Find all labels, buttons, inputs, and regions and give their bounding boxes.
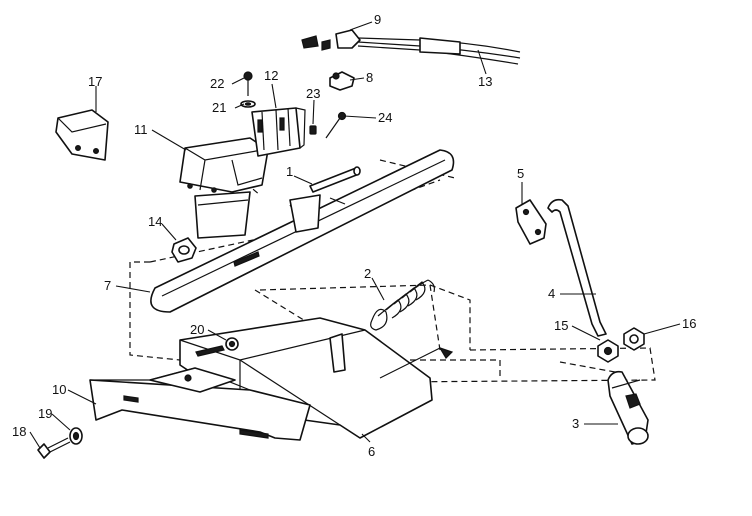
callout-6: 6 [368,444,375,459]
part-18-bolt [37,437,71,459]
part-5-bracket [515,199,547,245]
callout-8: 8 [366,70,373,85]
callout-20: 20 [190,322,204,337]
callout-16: 16 [682,316,696,331]
callout-3: 3 [572,416,579,431]
callout-7: 7 [104,278,111,293]
part-23-nut [309,125,317,135]
part-21-washer [240,100,256,108]
callout-19: 19 [38,406,52,421]
part-22-screw [243,71,253,96]
callout-labels: 1 2 3 4 5 6 7 8 9 10 11 12 13 14 15 16 1… [12,12,696,459]
callout-23: 23 [306,86,320,101]
callout-22: 22 [210,76,224,91]
part-1-pin [309,166,361,193]
part-6-base-plate [179,317,454,439]
part-17-bracket [55,109,109,161]
callout-10: 10 [52,382,66,397]
callout-1: 1 [286,164,293,179]
callout-18: 18 [12,424,26,439]
callout-9: 9 [374,12,381,27]
callout-5: 5 [517,166,524,181]
callout-13: 13 [478,74,492,89]
callout-2: 2 [364,266,371,281]
callout-24: 24 [378,110,392,125]
part-24-bolt [325,111,347,139]
part-4-rod [547,198,607,337]
part-19-washer [69,427,83,445]
callout-15: 15 [554,318,568,333]
part-12-switch [251,107,306,157]
part-15-nut [597,339,619,363]
part-3-sleeve [607,370,649,445]
part-20-nut [225,337,239,351]
part-9-connector [301,29,361,51]
part-7-lever [150,149,455,313]
callout-12: 12 [264,68,278,83]
callout-21: 21 [212,100,226,115]
part-13-wire-harness [357,37,521,65]
callout-17: 17 [88,74,102,89]
part-2-spring [370,279,435,331]
callout-4: 4 [548,286,555,301]
callout-11: 11 [134,122,148,137]
part-11-housing [179,137,269,239]
callout-14: 14 [148,214,162,229]
part-14-nut [171,237,197,263]
part-10-bracket [89,367,311,441]
part-16-nut [623,327,645,351]
part-8-nut [329,71,355,91]
leader-lines [29,21,681,449]
